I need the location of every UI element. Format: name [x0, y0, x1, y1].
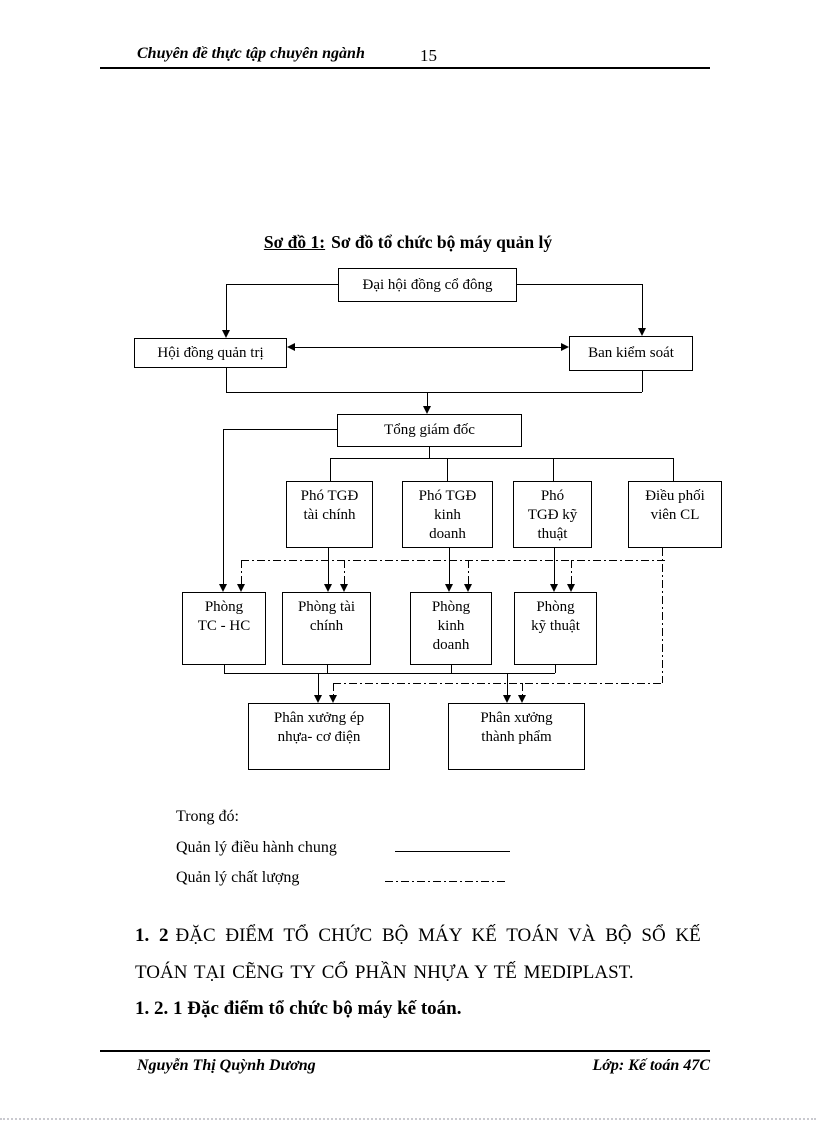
node-phong-kinh-doanh: Phòng kinh doanh	[410, 592, 492, 665]
header-title: Chuyên đề thực tập chuyên ngành	[137, 45, 365, 62]
diagram-title-text: Sơ đồ tổ chức bộ máy quản lý	[331, 232, 553, 252]
connector-phong-junction-h	[224, 673, 555, 674]
diagram-title: Sơ đồ 1:Sơ đồ tổ chức bộ máy quản lý	[0, 232, 816, 253]
arrowhead-into-px-thanhpham	[503, 695, 511, 703]
arrowhead-into-bankiemsoat	[638, 328, 646, 336]
stub-phong-kinhdoanh-down	[451, 665, 452, 673]
node-phan-xuong-thanh-pham: Phân xưởng thành phẩm	[448, 703, 585, 770]
node-phan-xuong-ep-nhua: Phân xưởng ép nhựa- cơ điện	[248, 703, 390, 770]
connector-to-px-ep-v	[318, 673, 319, 695]
footer-rule	[100, 1050, 710, 1052]
section-heading-1-2-1: 1. 2. 1 Đặc điểm tổ chức bộ máy kế toán.	[135, 998, 462, 1019]
connector-tgd-down	[429, 447, 430, 458]
arrowhead-quality-phong-taichinh	[340, 584, 348, 592]
arrowhead-quality-px-thanhpham	[518, 695, 526, 703]
legend-item-quality-management: Quản lý chất lượng	[176, 869, 300, 886]
connector-pho-to-phong-kythuat	[554, 548, 555, 584]
quality-drop-px-ep	[333, 683, 334, 695]
node-phong-ky-thuat: Phòng kỹ thuật	[514, 592, 597, 665]
connector-hoidong-down	[226, 368, 227, 392]
diagram-title-label: Sơ đồ 1:	[263, 232, 326, 252]
node-dieu-phoi-vien-cl: Điều phối viên CL	[628, 481, 722, 548]
stub-dieuphoi	[673, 458, 674, 481]
stub-phong-tchc-down	[224, 665, 225, 673]
connector-junction-h	[226, 392, 642, 393]
legend-dashdot-line-sample	[385, 881, 505, 882]
connector-into-tonggiamdoc-v	[427, 392, 428, 406]
connector-hoidong-bankiemsoat	[294, 347, 562, 348]
connector-tgd-to-phongtchc-v	[223, 429, 224, 584]
node-pho-tgd-kinh-doanh: Phó TGĐ kinh doanh	[402, 481, 493, 548]
quality-drop-px-thanhpham	[522, 683, 523, 695]
node-pho-tgd-tai-chinh: Phó TGĐ tài chính	[286, 481, 373, 548]
stub-pho-taichinh	[330, 458, 331, 481]
quality-drop-phong-kinhdoanh	[468, 560, 469, 584]
section-1-2-text-line1: ĐẶC ĐIỂM TỔ CHỨC BỘ MÁY KẾ TOÁN VÀ BỘ SỔ…	[175, 925, 701, 946]
stub-pho-kythuat	[553, 458, 554, 481]
section-heading-1-2: 1. 2 ĐẶC ĐIỂM TỔ CHỨC BỘ MÁY KẾ TOÁN VÀ B…	[135, 925, 715, 947]
connector-daihoi-to-bankiemsoat-h	[517, 284, 642, 285]
quality-line-lower-h	[333, 683, 663, 684]
quality-drop-phong-kythuat	[571, 560, 572, 584]
node-pho-tgd-ky-thuat: Phó TGĐ kỹ thuật	[513, 481, 592, 548]
arrowhead-into-tonggiamdoc	[423, 406, 431, 414]
arrowhead-into-px-ep	[314, 695, 322, 703]
legend-item-general-management: Quản lý điều hành chung	[176, 839, 337, 856]
arrowhead-quality-phong-kinhdoanh	[464, 584, 472, 592]
node-ban-kiem-soat: Ban kiểm soát	[569, 336, 693, 371]
connector-to-px-thanhpham-v	[507, 673, 508, 695]
node-phong-tai-chinh: Phòng tài chính	[282, 592, 371, 665]
footer-class: Lớp: Kế toán 47C	[592, 1057, 710, 1074]
arrowhead-right-bankiemsoat	[561, 343, 569, 351]
quality-line-right-v	[662, 548, 663, 683]
arrowhead-into-hoidong	[222, 330, 230, 338]
stub-pho-kinhdoanh	[447, 458, 448, 481]
node-dai-hoi-dong-co-dong: Đại hội đồng cổ đông	[338, 268, 517, 302]
quality-drop-phong-taichinh	[344, 560, 345, 584]
section-1-2-number: 1. 2	[135, 925, 169, 946]
section-1-2-text-line2: TOÁN TẠI CẼNG TY CỔ PHẦN NHỰA Y TẾ MEDIP…	[135, 962, 634, 983]
connector-daihoi-to-bankiemsoat-v	[642, 284, 643, 328]
arrowhead-into-phong-tchc	[219, 584, 227, 592]
connector-bankiemsoat-down	[642, 371, 643, 392]
page-bottom-dotted-edge	[0, 1118, 816, 1120]
arrowhead-quality-phong-kythuat	[567, 584, 575, 592]
footer-author: Nguyễn Thị Quỳnh Dương	[137, 1057, 316, 1074]
arrowhead-quality-phong-tchc	[237, 584, 245, 592]
connector-pho-to-phong-taichinh	[328, 548, 329, 584]
node-tong-giam-doc: Tổng giám đốc	[337, 414, 522, 447]
node-hoi-dong-quan-tri: Hội đồng quản trị	[134, 338, 287, 368]
connector-tgd-left-h	[223, 429, 337, 430]
arrowhead-quality-px-ep	[329, 695, 337, 703]
connector-pho-to-phong-kinhdoanh	[449, 548, 450, 584]
legend-solid-line-sample	[395, 851, 510, 852]
connector-daihoi-to-hoidong-v	[226, 284, 227, 330]
connector-pho-distribution-h	[330, 458, 673, 459]
quality-drop-phong-tchc	[241, 560, 242, 584]
stub-phong-taichinh-down	[327, 665, 328, 673]
arrowhead-left-hoidong	[287, 343, 295, 351]
header-page-number: 15	[420, 46, 437, 65]
arrowhead-into-phong-kythuat	[550, 584, 558, 592]
connector-daihoi-to-hoidong-h	[226, 284, 338, 285]
stub-phong-kythuat-down	[555, 665, 556, 673]
arrowhead-into-phong-kinhdoanh	[445, 584, 453, 592]
legend-heading: Trong đó:	[176, 808, 239, 825]
node-phong-tc-hc: Phòng TC - HC	[182, 592, 266, 665]
header-rule	[100, 67, 710, 69]
arrowhead-into-phong-taichinh	[324, 584, 332, 592]
quality-line-upper-h	[241, 560, 665, 561]
